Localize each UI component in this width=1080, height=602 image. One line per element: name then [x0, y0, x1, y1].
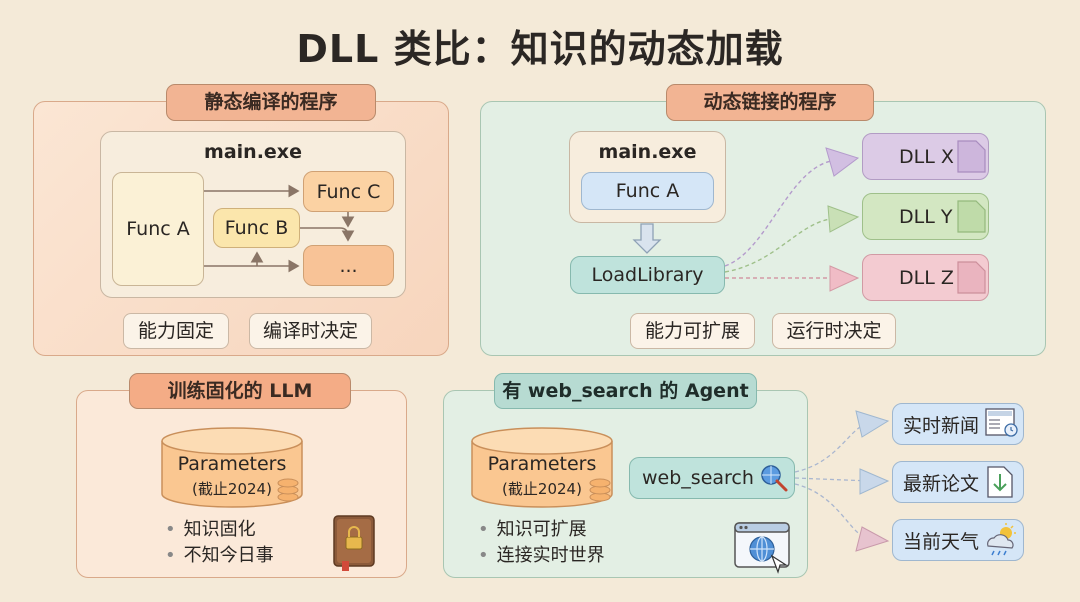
- llm-bullet-1: •知识固化: [165, 519, 256, 540]
- agent-panel-header: 有 web_search 的 Agent: [494, 373, 757, 409]
- weather-arrowhead: [855, 526, 890, 552]
- output-news-label: 实时新闻: [903, 414, 980, 437]
- dynamic-tag-run-time: 运行时决定: [772, 313, 896, 349]
- dynamic-exe-label: main.exe: [598, 141, 697, 163]
- dll-z-label: DLL Z: [899, 266, 954, 289]
- output-papers-label: 最新论文: [903, 472, 980, 495]
- dll-x-label: DLL X: [899, 145, 954, 168]
- web-search-label: web_search: [642, 467, 754, 489]
- news-arrowhead: [855, 410, 890, 438]
- agent-bullet-1-text: 知识可扩展: [496, 519, 587, 540]
- page-title: DLL 类比：知识的动态加载: [296, 27, 784, 71]
- dynamic-program-header: 动态链接的程序: [666, 84, 874, 121]
- loadlibrary-box: LoadLibrary: [570, 256, 725, 294]
- agent-db-label: Parameters: [487, 453, 597, 475]
- llm-bullet-2: •不知今日事: [165, 545, 274, 566]
- static-func-a: Func A: [112, 172, 204, 286]
- agent-bullet-2-text: 连接实时世界: [496, 545, 605, 566]
- dll-y-box: DLL Y: [862, 193, 989, 240]
- output-news-box: 实时新闻: [892, 403, 1024, 445]
- output-papers-box: 最新论文: [892, 461, 1024, 503]
- static-tag-compile-time: 编译时决定: [249, 313, 372, 349]
- static-exe-label: main.exe: [204, 141, 302, 163]
- papers-arrowhead: [859, 468, 890, 495]
- output-weather-box: 当前天气: [892, 519, 1024, 561]
- web-search-box: web_search: [629, 457, 795, 499]
- dll-y-label: DLL Y: [899, 205, 953, 228]
- static-func-b: Func B: [213, 208, 300, 248]
- static-program-header: 静态编译的程序: [166, 84, 376, 121]
- llm-panel-header: 训练固化的 LLM: [129, 373, 351, 409]
- output-weather-label: 当前天气: [903, 530, 980, 553]
- dll-x-box: DLL X: [862, 133, 989, 180]
- dynamic-tag-extensible: 能力可扩展: [630, 313, 755, 349]
- agent-bullet-1: •知识可扩展: [478, 519, 587, 540]
- llm-db-sub: (截止2024): [192, 480, 272, 498]
- agent-db-sub: (截止2024): [502, 480, 582, 498]
- agent-bullet-2: •连接实时世界: [478, 545, 605, 566]
- dll-z-box: DLL Z: [862, 254, 989, 301]
- dynamic-func-a: Func A: [581, 172, 714, 210]
- llm-db-label: Parameters: [177, 453, 287, 475]
- llm-bullet-2-text: 不知今日事: [183, 545, 274, 566]
- static-tag-fixed: 能力固定: [123, 313, 229, 349]
- static-func-more: ...: [303, 245, 394, 286]
- static-func-c: Func C: [303, 171, 394, 212]
- llm-bullet-1-text: 知识固化: [183, 519, 256, 540]
